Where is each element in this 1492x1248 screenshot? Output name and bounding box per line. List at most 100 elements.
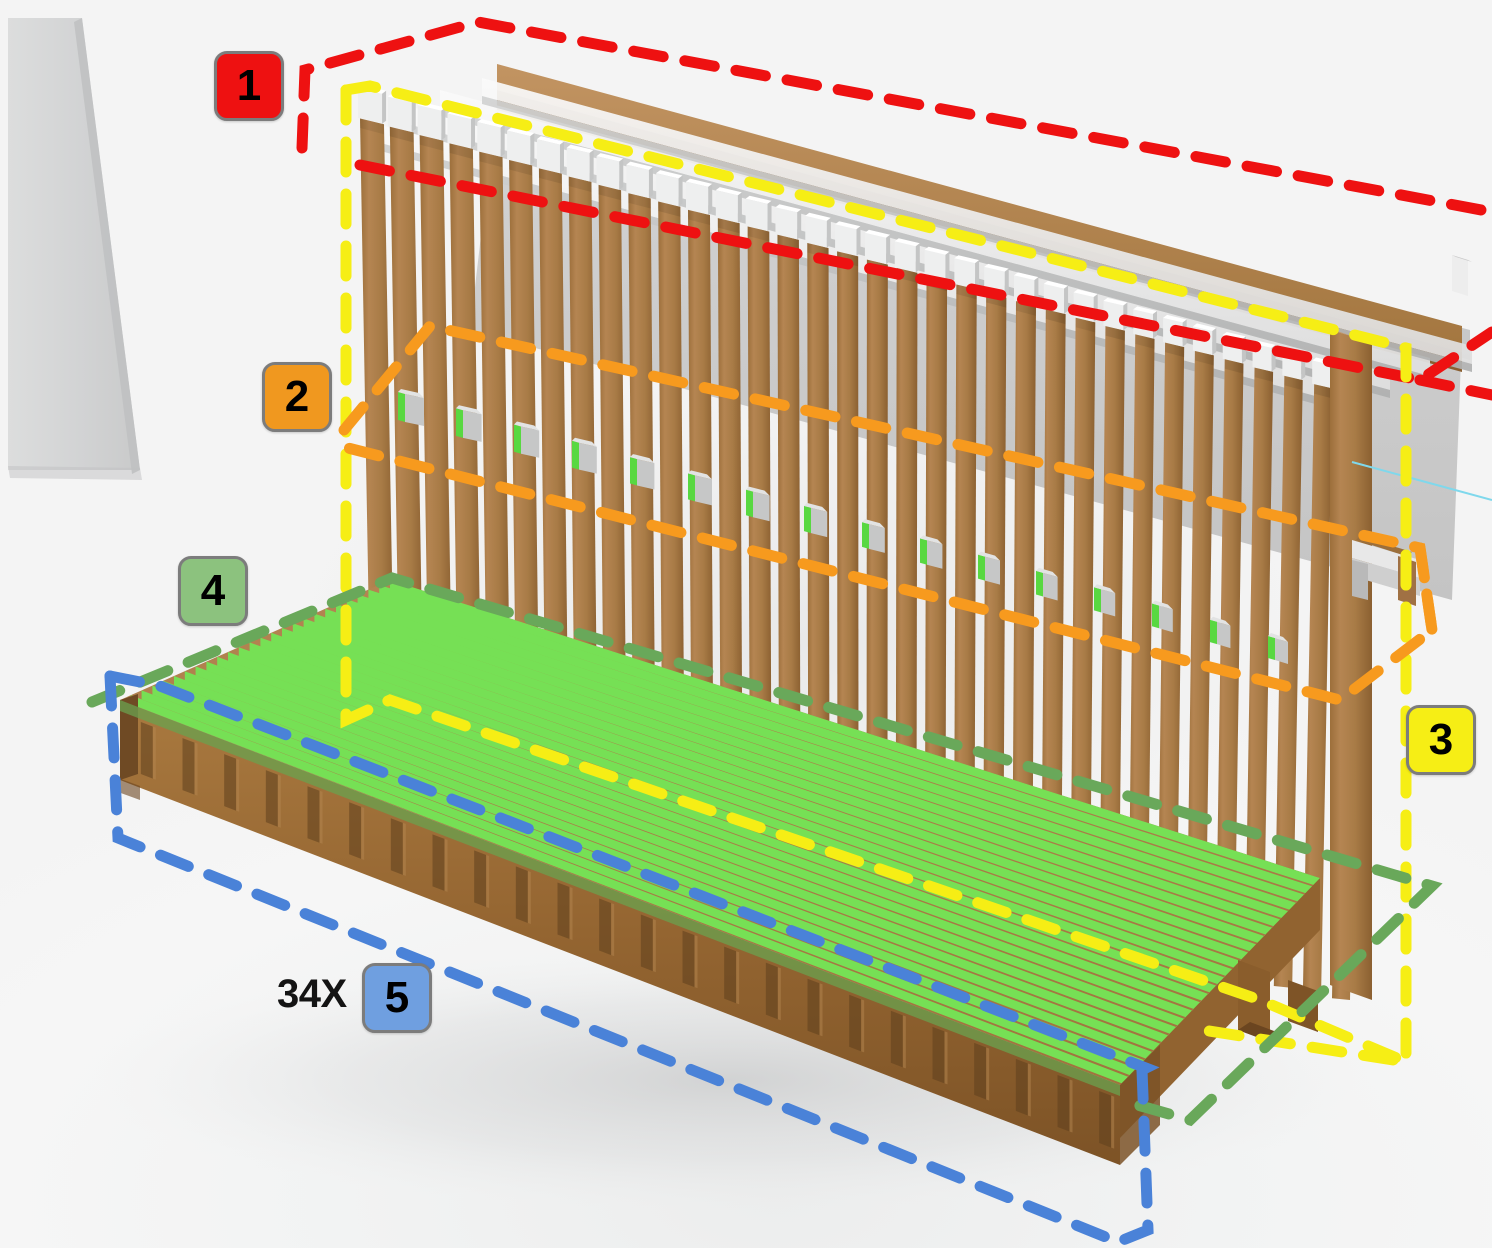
clip-top [1268,633,1288,642]
slat-cap-top [745,195,772,204]
slat-clips [398,389,1288,664]
edge-groove [765,962,778,1020]
slat-cap [507,130,531,166]
clip-top [862,519,885,529]
callout-badge-1[interactable]: 1 [214,51,284,121]
clip-green-face [1268,636,1275,660]
clip-top [1094,584,1116,594]
deck-stripe [292,623,1248,962]
edge-groove [390,818,403,875]
clip-green-face [862,522,869,549]
wall-slat-shade [658,201,681,217]
slat-cap-side [648,166,653,199]
clip-top [514,421,540,431]
edge-groove-highlight [1111,1095,1115,1149]
clip-green-face [514,424,521,454]
edge-groove [182,738,195,795]
edge-groove [932,1026,945,1084]
deck-stripe [325,608,1272,937]
slat-cap-side [1064,285,1069,314]
edge-groove [432,834,445,891]
slat-cap-top [596,153,624,162]
slat-cap [566,147,590,182]
slat-cap-top [626,161,653,170]
slat-cap-top [864,229,891,238]
slat-cap-top [536,136,564,145]
clip-body [521,426,540,458]
slat-cap-side [708,183,713,215]
slat-cap-side [975,260,980,289]
dashed-outline-1b [354,159,1492,386]
callout-badge-4[interactable]: 4 [178,556,248,626]
slat-cap-side [471,116,476,149]
edge-groove [890,1010,903,1068]
dashed-outline-3b [340,84,1412,1068]
deck-edge-grooves [140,722,1115,1149]
edge-groove [599,898,612,956]
slat-cap-side [589,150,594,182]
edge-groove-highlight [444,838,448,892]
edge-groove-highlight [819,983,823,1037]
edge-groove-highlight [694,935,698,989]
slat-cap-side [441,107,446,141]
slat-cap [835,224,857,256]
wall-slat-shade [1045,308,1066,325]
slat-cap-side [619,158,624,190]
dashed-outline-3 [340,80,1412,1069]
clip-green-face [572,440,579,470]
edge-groove-highlight [611,903,615,957]
wall-slat-shade [479,151,503,168]
edge-groove-highlight [194,742,198,796]
callout-badge-5[interactable]: 5 [362,963,432,1033]
slat-cap [745,198,768,232]
deck-stripe [336,604,1280,929]
clip-body [753,491,770,522]
slat-cap [417,105,442,141]
deck-stripe [206,661,1184,1028]
slat-cap [1103,300,1124,331]
slat-cap-side [500,124,505,157]
wall-slat-shade [956,284,977,300]
slat-cap-side [411,99,416,133]
clip-green-face [920,538,927,565]
cyan-guide-line [1351,461,1492,501]
slat-cap [387,96,412,133]
dashed-outline-4 [86,572,1443,1127]
edge-groove-highlight [944,1031,948,1085]
edge-groove [557,882,570,940]
edge-groove [474,850,487,907]
callout-badge-2[interactable]: 2 [262,362,332,432]
edge-groove [1015,1058,1028,1116]
slat-cap-top [566,144,594,154]
edge-groove-highlight [486,854,490,908]
clip-body [1043,572,1058,601]
edge-groove [224,754,237,811]
clip-body [579,442,597,474]
deck-stripe [271,632,1232,979]
clip-body [927,540,943,569]
dashed-outline-5b [104,670,1160,1076]
slat-cap-side [915,243,920,273]
slat-cap [894,241,916,273]
deck-stripe [174,676,1160,1053]
callout-badge-3[interactable]: 3 [1406,705,1476,775]
slat-cap [477,122,501,157]
clip-body [1217,621,1231,649]
slat-cap-side [797,209,802,240]
slat-cap-top [924,246,950,255]
wall-slat-shade [568,176,592,193]
slat-cap [447,113,472,149]
dashed-outline-5 [104,670,1154,1248]
slat-cap-top [1222,331,1246,340]
edge-groove-highlight [402,822,406,876]
edge-groove [307,786,320,843]
deck-stripe [217,656,1192,1020]
dashed-outline-2 [338,319,1438,706]
clip-green-face [456,408,463,438]
edge-groove-highlight [1027,1063,1031,1117]
wall-slat-shade [688,209,710,226]
edge-groove-highlight [902,1015,906,1069]
clip-green-face [804,505,811,534]
slat-cap-side [1004,268,1009,298]
